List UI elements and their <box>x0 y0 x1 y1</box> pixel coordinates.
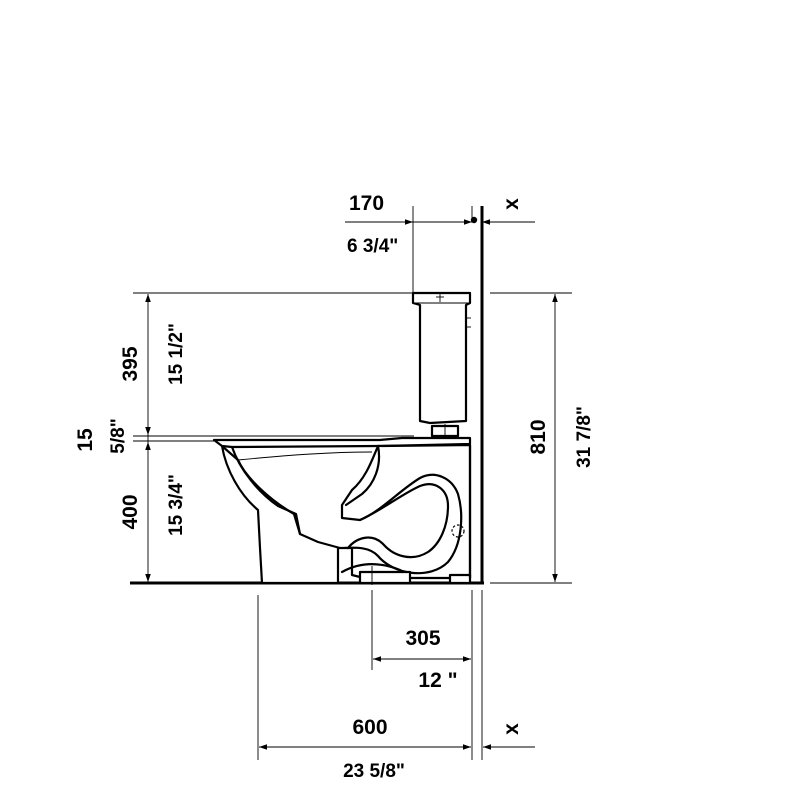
bowl-inner-contour <box>230 445 302 536</box>
wall-gap-bottom-label: x <box>500 723 523 735</box>
rim-gap-inch: 5/8" <box>108 418 129 453</box>
trapway <box>344 444 381 507</box>
tank-height-mm: 395 <box>119 346 142 381</box>
water-inlet-hidden <box>451 524 465 538</box>
wall-reference-dot <box>470 216 478 224</box>
outlet-flange <box>358 570 412 585</box>
foot-pad-right <box>448 573 472 585</box>
trapway-inner <box>346 483 450 559</box>
total-height-inch: 31 7/8" <box>574 406 595 468</box>
bowl-water-line <box>237 451 373 461</box>
tank-offset-mm: 170 <box>349 192 384 215</box>
tank-offset-inch: 6 3/4" <box>347 236 398 257</box>
total-height-mm: 810 <box>527 419 550 454</box>
rough-in-mm: 305 <box>405 627 440 650</box>
dimension-labels: 170 6 3/4" x 395 15 1/2" 15 5/8" 400 15 … <box>74 192 595 782</box>
tank-height-inch: 15 1/2" <box>166 323 187 385</box>
rough-in-inch: 12 " <box>418 669 457 692</box>
wall-gap-top-label: x <box>500 198 523 210</box>
toilet-outline <box>212 291 472 585</box>
outlet-horn <box>340 563 402 574</box>
tank <box>411 291 472 425</box>
bowl-body <box>220 443 472 585</box>
rim-gap-mm: 15 <box>74 428 97 452</box>
extension-lines <box>133 206 572 760</box>
dimension-lines <box>145 219 558 750</box>
rim-height-inch: 15 3/4" <box>166 474 187 536</box>
length-inch: 23 5/8" <box>343 761 405 782</box>
rim-height-mm: 400 <box>119 494 142 529</box>
length-mm: 600 <box>352 716 387 739</box>
